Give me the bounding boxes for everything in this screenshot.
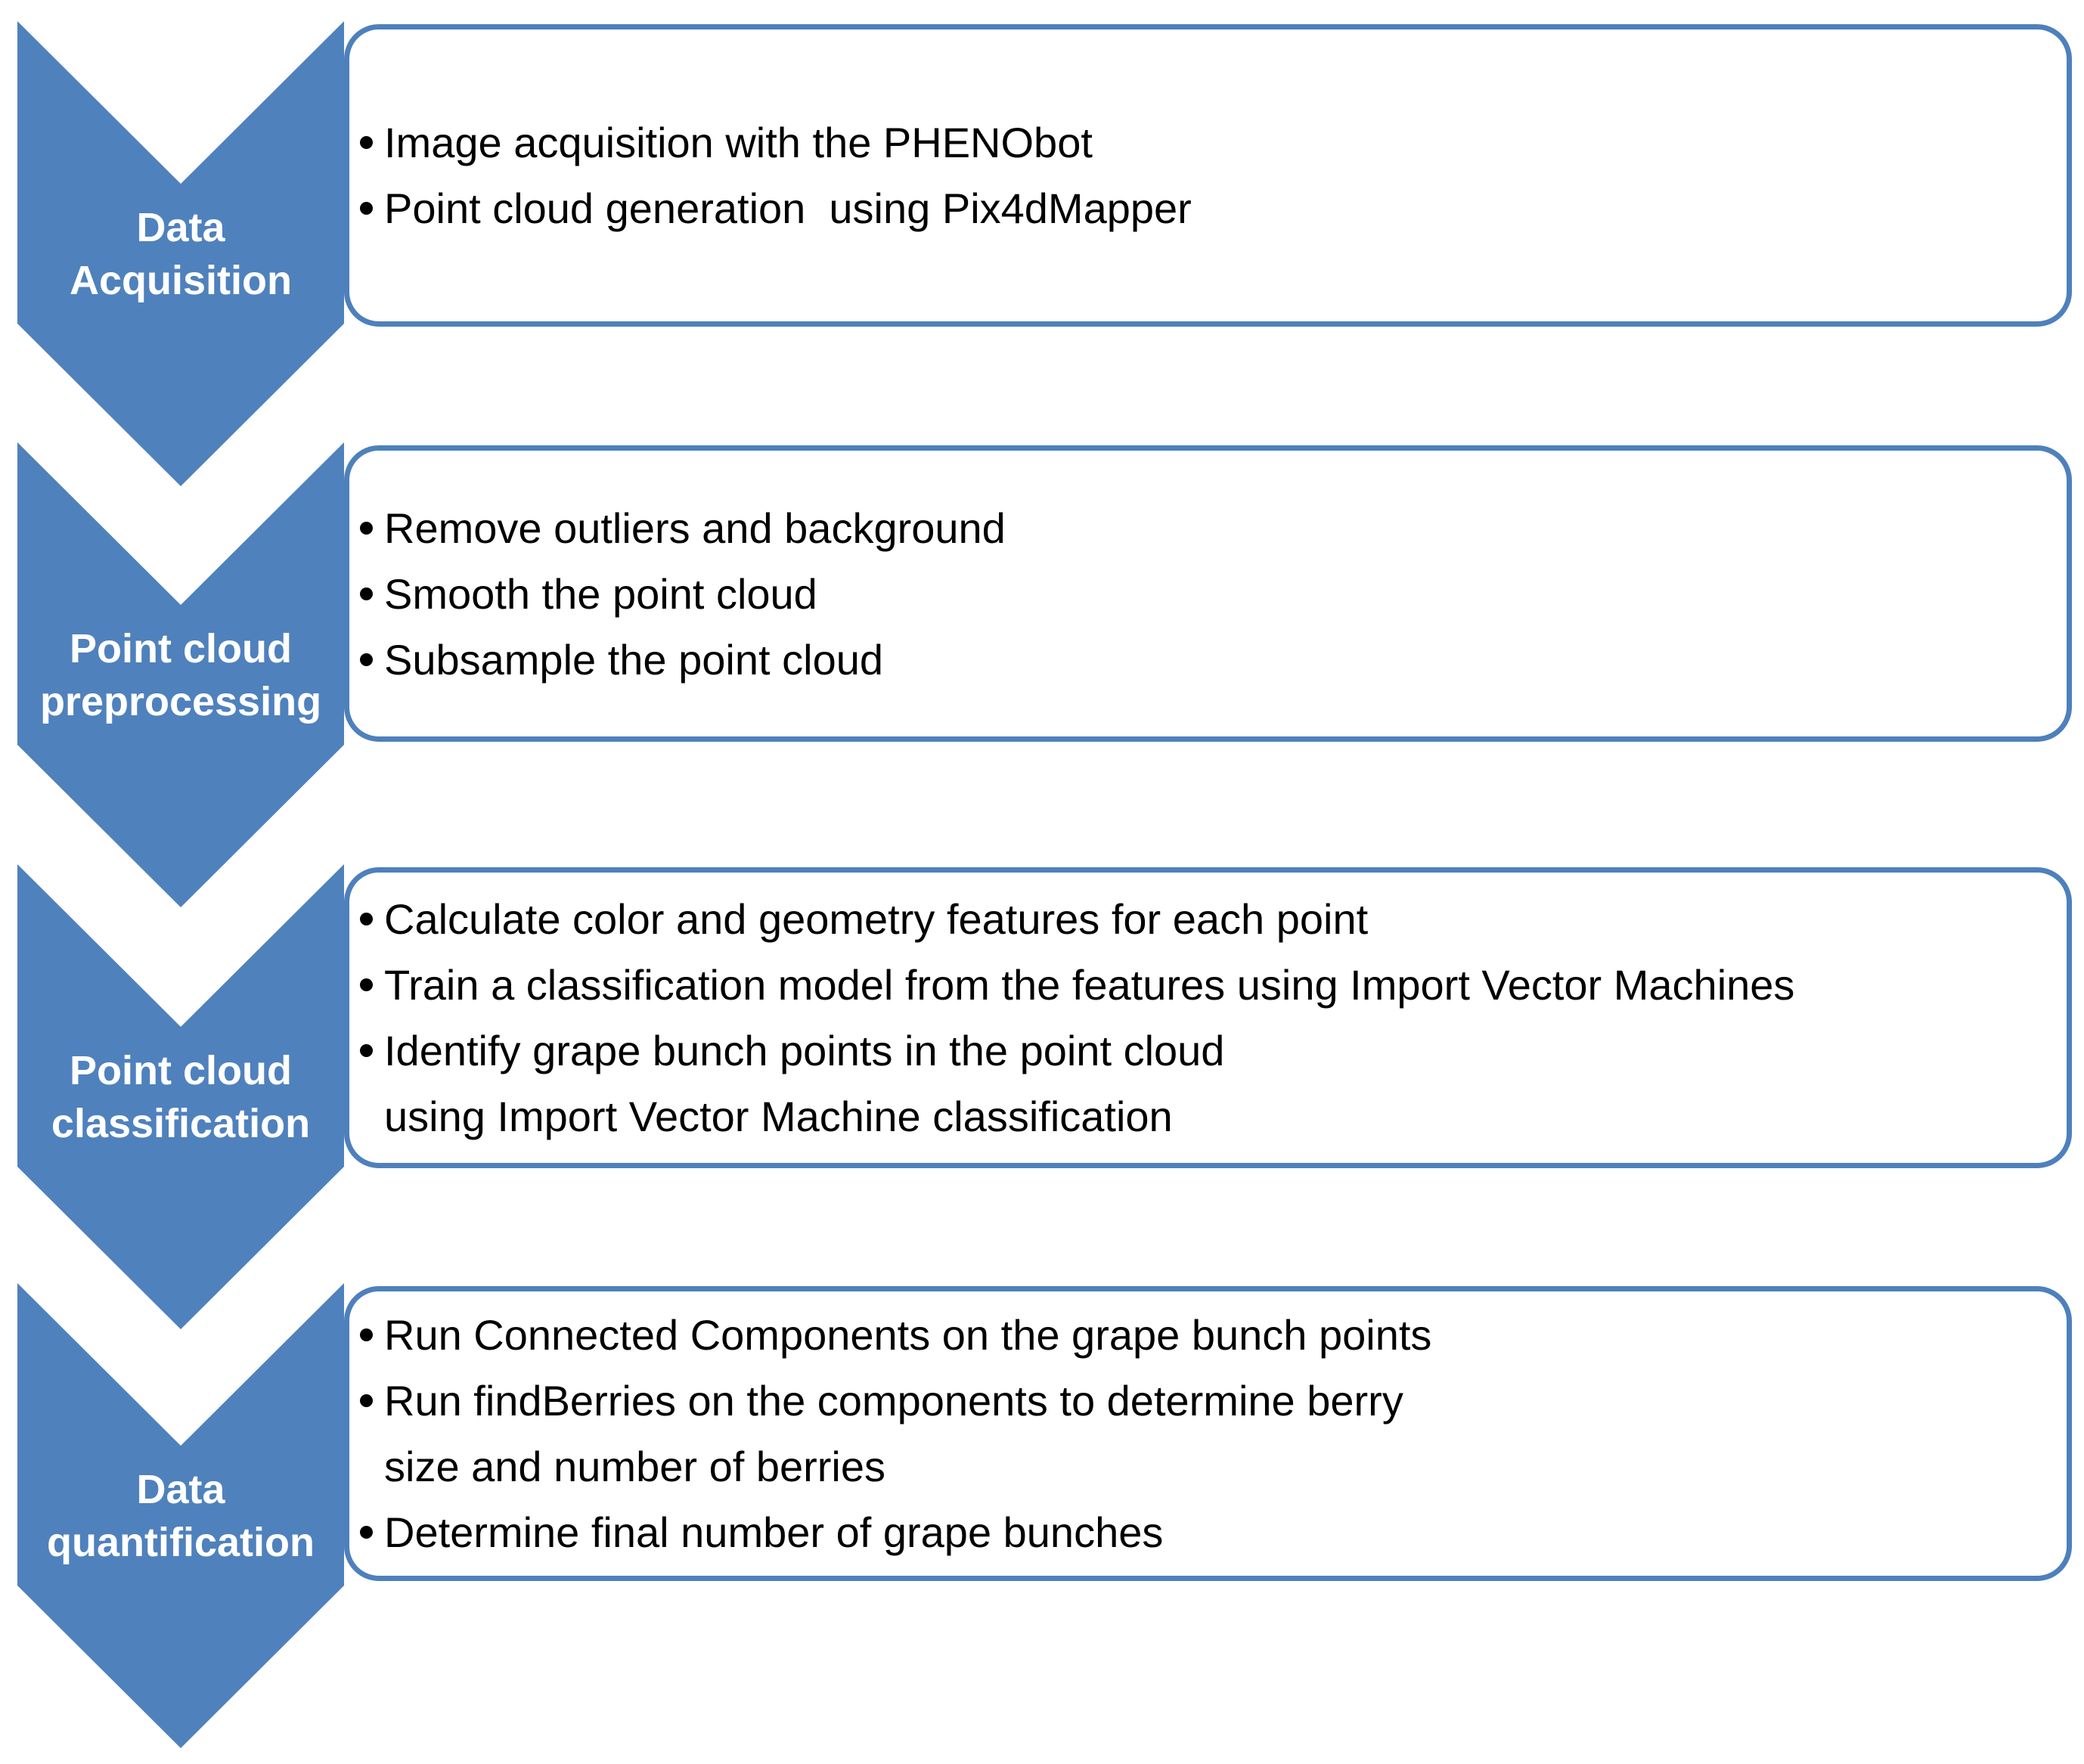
list-item: Point cloud generation using Pix4dMapper — [354, 175, 2051, 241]
bullet-list: Run Connected Components on the grape bu… — [349, 1291, 2067, 1576]
list-item: Subsample the point cloud — [354, 627, 2051, 693]
bullet-text: Smooth the point cloud — [384, 569, 817, 618]
bullet-text: Image acquisition with the PHENObot — [384, 119, 1093, 166]
chevron-down-icon — [17, 442, 344, 907]
chevron-down-shape — [17, 1283, 344, 1748]
bullet-dot-icon — [360, 1328, 373, 1341]
stage-chevron: Point cloud preprocessing — [17, 442, 344, 907]
bullet-list: Remove outliers and background Smooth th… — [349, 451, 2067, 736]
stage-label: Data Acquisition — [70, 204, 292, 303]
bullet-list: Calculate color and geometry features fo… — [349, 873, 2067, 1163]
stage-chevron: Point cloud classification — [17, 864, 344, 1329]
bullet-text: Identify grape bunch points in the point… — [384, 1027, 1225, 1140]
stage-label: Data quantification — [47, 1466, 315, 1565]
stage-chevron: Data quantification — [17, 1283, 344, 1748]
bullet-dot-icon — [360, 1526, 373, 1539]
list-item: Image acquisition with the PHENObot — [354, 110, 2051, 175]
bullet-dot-icon — [360, 653, 373, 666]
bullet-text: Determine final number of grape bunches — [384, 1508, 1164, 1556]
stage-label: Point cloud classification — [51, 1047, 311, 1146]
list-item: Calculate color and geometry features fo… — [354, 886, 2051, 952]
chevron-down-icon — [17, 1283, 344, 1748]
chevron-down-icon — [17, 21, 344, 486]
stage-details-box: Image acquisition with the PHENObot Poin… — [344, 24, 2072, 327]
bullet-list: Image acquisition with the PHENObot Poin… — [349, 29, 2067, 321]
stage-label: Point cloud preprocessing — [39, 625, 322, 724]
list-item: Remove outliers and background — [354, 495, 2051, 561]
bullet-dot-icon — [360, 521, 373, 535]
list-item: Train a classification model from the fe… — [354, 952, 2051, 1018]
list-item: Run findBerries on the components to det… — [354, 1368, 2051, 1499]
list-item: Determine final number of grape bunches — [354, 1499, 2051, 1565]
chevron-down-shape — [17, 21, 344, 486]
bullet-text: Run findBerries on the components to det… — [384, 1377, 1403, 1490]
bullet-dot-icon — [360, 1044, 373, 1057]
bullet-dot-icon — [360, 587, 373, 600]
stage-details-box: Remove outliers and background Smooth th… — [344, 445, 2072, 742]
list-item: Identify grape bunch points in the point… — [354, 1018, 2051, 1149]
stage-details-box: Run Connected Components on the grape bu… — [344, 1286, 2072, 1581]
list-item: Smooth the point cloud — [354, 561, 2051, 627]
bullet-text: Calculate color and geometry features fo… — [384, 895, 1369, 943]
list-item: Run Connected Components on the grape bu… — [354, 1302, 2051, 1368]
bullet-dot-icon — [360, 978, 373, 991]
bullet-dot-icon — [360, 136, 373, 149]
stage-details-box: Calculate color and geometry features fo… — [344, 867, 2072, 1168]
bullet-dot-icon — [360, 202, 373, 215]
chevron-down-shape — [17, 864, 344, 1329]
bullet-dot-icon — [360, 913, 373, 925]
chevron-down-icon — [17, 864, 344, 1329]
chevron-down-shape — [17, 442, 344, 907]
bullet-text: Train a classification model from the fe… — [384, 961, 1795, 1009]
bullet-text: Subsample the point cloud — [384, 635, 883, 684]
bullet-text: Remove outliers and background — [384, 504, 1006, 552]
stage-chevron: Data Acquisition — [17, 21, 344, 486]
bullet-text: Point cloud generation using Pix4dMapper — [384, 184, 1192, 232]
bullet-text: Run Connected Components on the grape bu… — [384, 1311, 1432, 1359]
bullet-dot-icon — [360, 1394, 373, 1407]
